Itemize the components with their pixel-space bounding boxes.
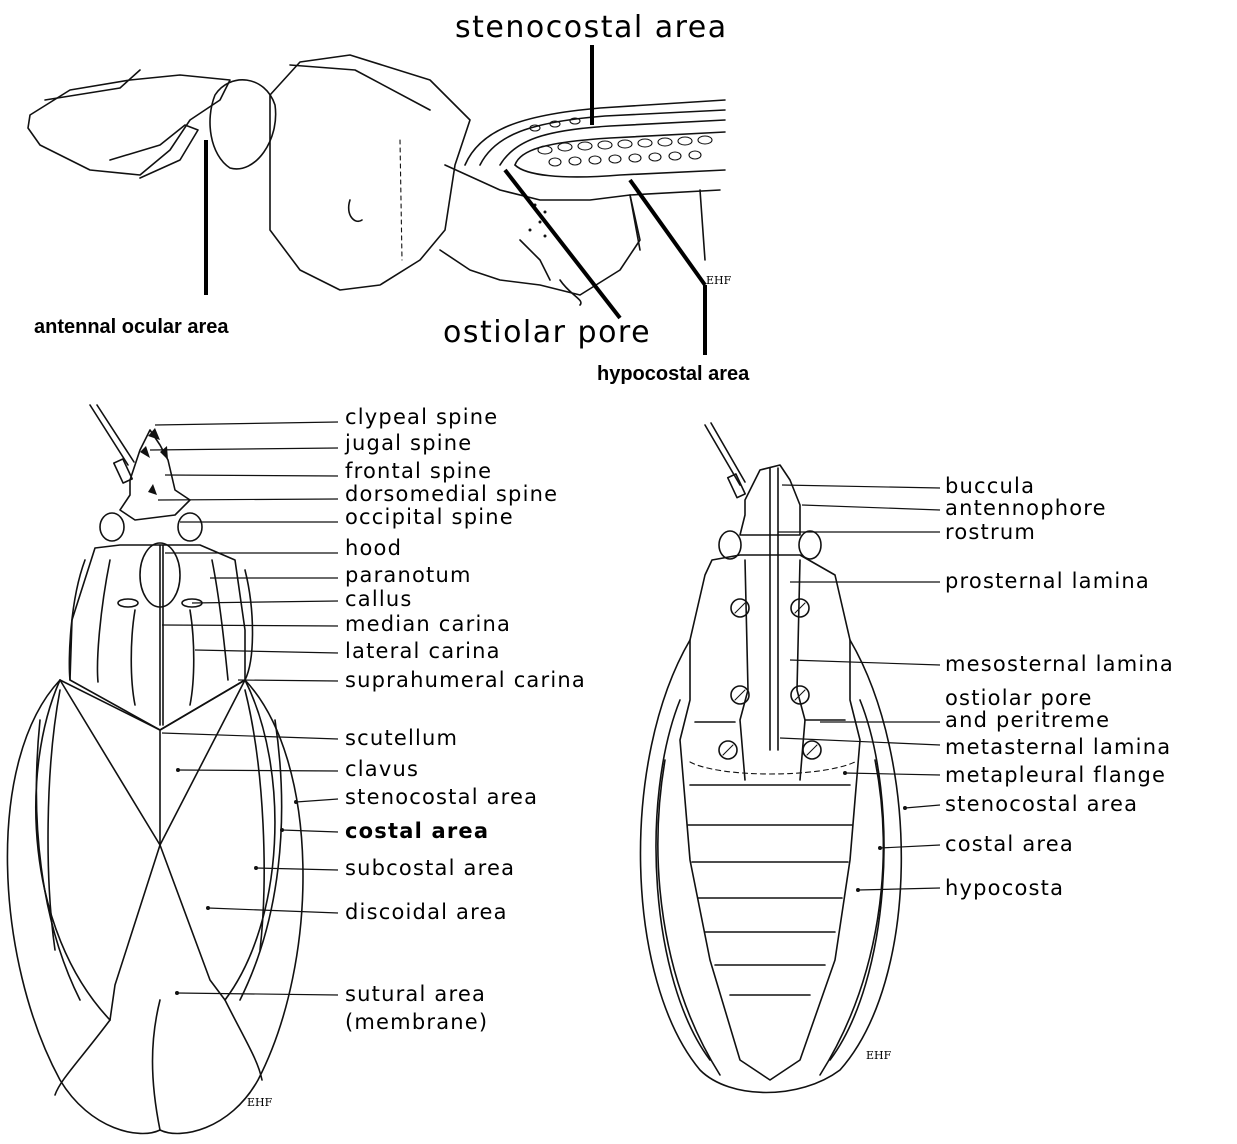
- label-metasternal-lamina: metasternal lamina: [945, 737, 1171, 758]
- label-stenocostal-area-ventral: stenocostal area: [945, 794, 1138, 815]
- label-antennophore: antennophore: [945, 498, 1107, 519]
- signature-dorsal: EHF: [247, 1097, 272, 1108]
- label-stenocostal-area-dorsal: stenocostal area: [345, 787, 538, 808]
- label-occipital-spine: occipital spine: [345, 507, 514, 528]
- label-costal-area-ventral: costal area: [945, 834, 1074, 855]
- label-costal-area-dorsal: costal area: [345, 821, 489, 842]
- label-hood: hood: [345, 538, 402, 559]
- label-clavus: clavus: [345, 759, 419, 780]
- label-hypocostal-area: hypocostal area: [597, 364, 749, 384]
- label-rostrum: rostrum: [945, 522, 1036, 543]
- label-lateral-carina: lateral carina: [345, 641, 501, 662]
- ventral-leader-lines: [778, 485, 940, 892]
- signature-ventral: EHF: [866, 1050, 891, 1061]
- ventral-view-drawing: [640, 423, 901, 1093]
- label-buccula: buccula: [945, 476, 1035, 497]
- label-median-carina: median carina: [345, 614, 511, 635]
- lateral-view-drawing: [28, 55, 725, 305]
- label-dorsomedial-spine: dorsomedial spine: [345, 484, 558, 505]
- label-prosternal-lamina: prosternal lamina: [945, 571, 1150, 592]
- label-stenocostal-area-lateral: stenocostal area: [455, 13, 728, 43]
- label-membrane: (membrane): [345, 1012, 488, 1033]
- label-antennal-ocular-area: antennal ocular area: [34, 317, 229, 337]
- label-paranotum: paranotum: [345, 565, 472, 586]
- dorsal-view-drawing: [7, 405, 303, 1133]
- label-sutural-area: sutural area: [345, 984, 486, 1005]
- label-ostiolar-pore-lateral: ostiolar pore: [443, 318, 651, 348]
- label-clypeal-spine: clypeal spine: [345, 407, 498, 428]
- label-jugal-spine: jugal spine: [345, 433, 472, 454]
- label-subcostal-area: subcostal area: [345, 858, 515, 879]
- label-frontal-spine: frontal spine: [345, 461, 492, 482]
- label-metapleural-flange: metapleural flange: [945, 765, 1166, 786]
- label-callus: callus: [345, 589, 413, 610]
- dorsal-leader-lines: [150, 422, 338, 995]
- label-scutellum: scutellum: [345, 728, 458, 749]
- label-mesosternal-lamina: mesosternal lamina: [945, 654, 1174, 675]
- label-and-peritreme: and peritreme: [945, 710, 1110, 731]
- label-hypocosta: hypocosta: [945, 878, 1064, 899]
- label-discoidal-area: discoidal area: [345, 902, 508, 923]
- label-ostiolar-pore-ventral: ostiolar pore: [945, 688, 1093, 709]
- label-suprahumeral-carina: suprahumeral carina: [345, 670, 586, 691]
- signature-lateral: EHF: [706, 275, 731, 286]
